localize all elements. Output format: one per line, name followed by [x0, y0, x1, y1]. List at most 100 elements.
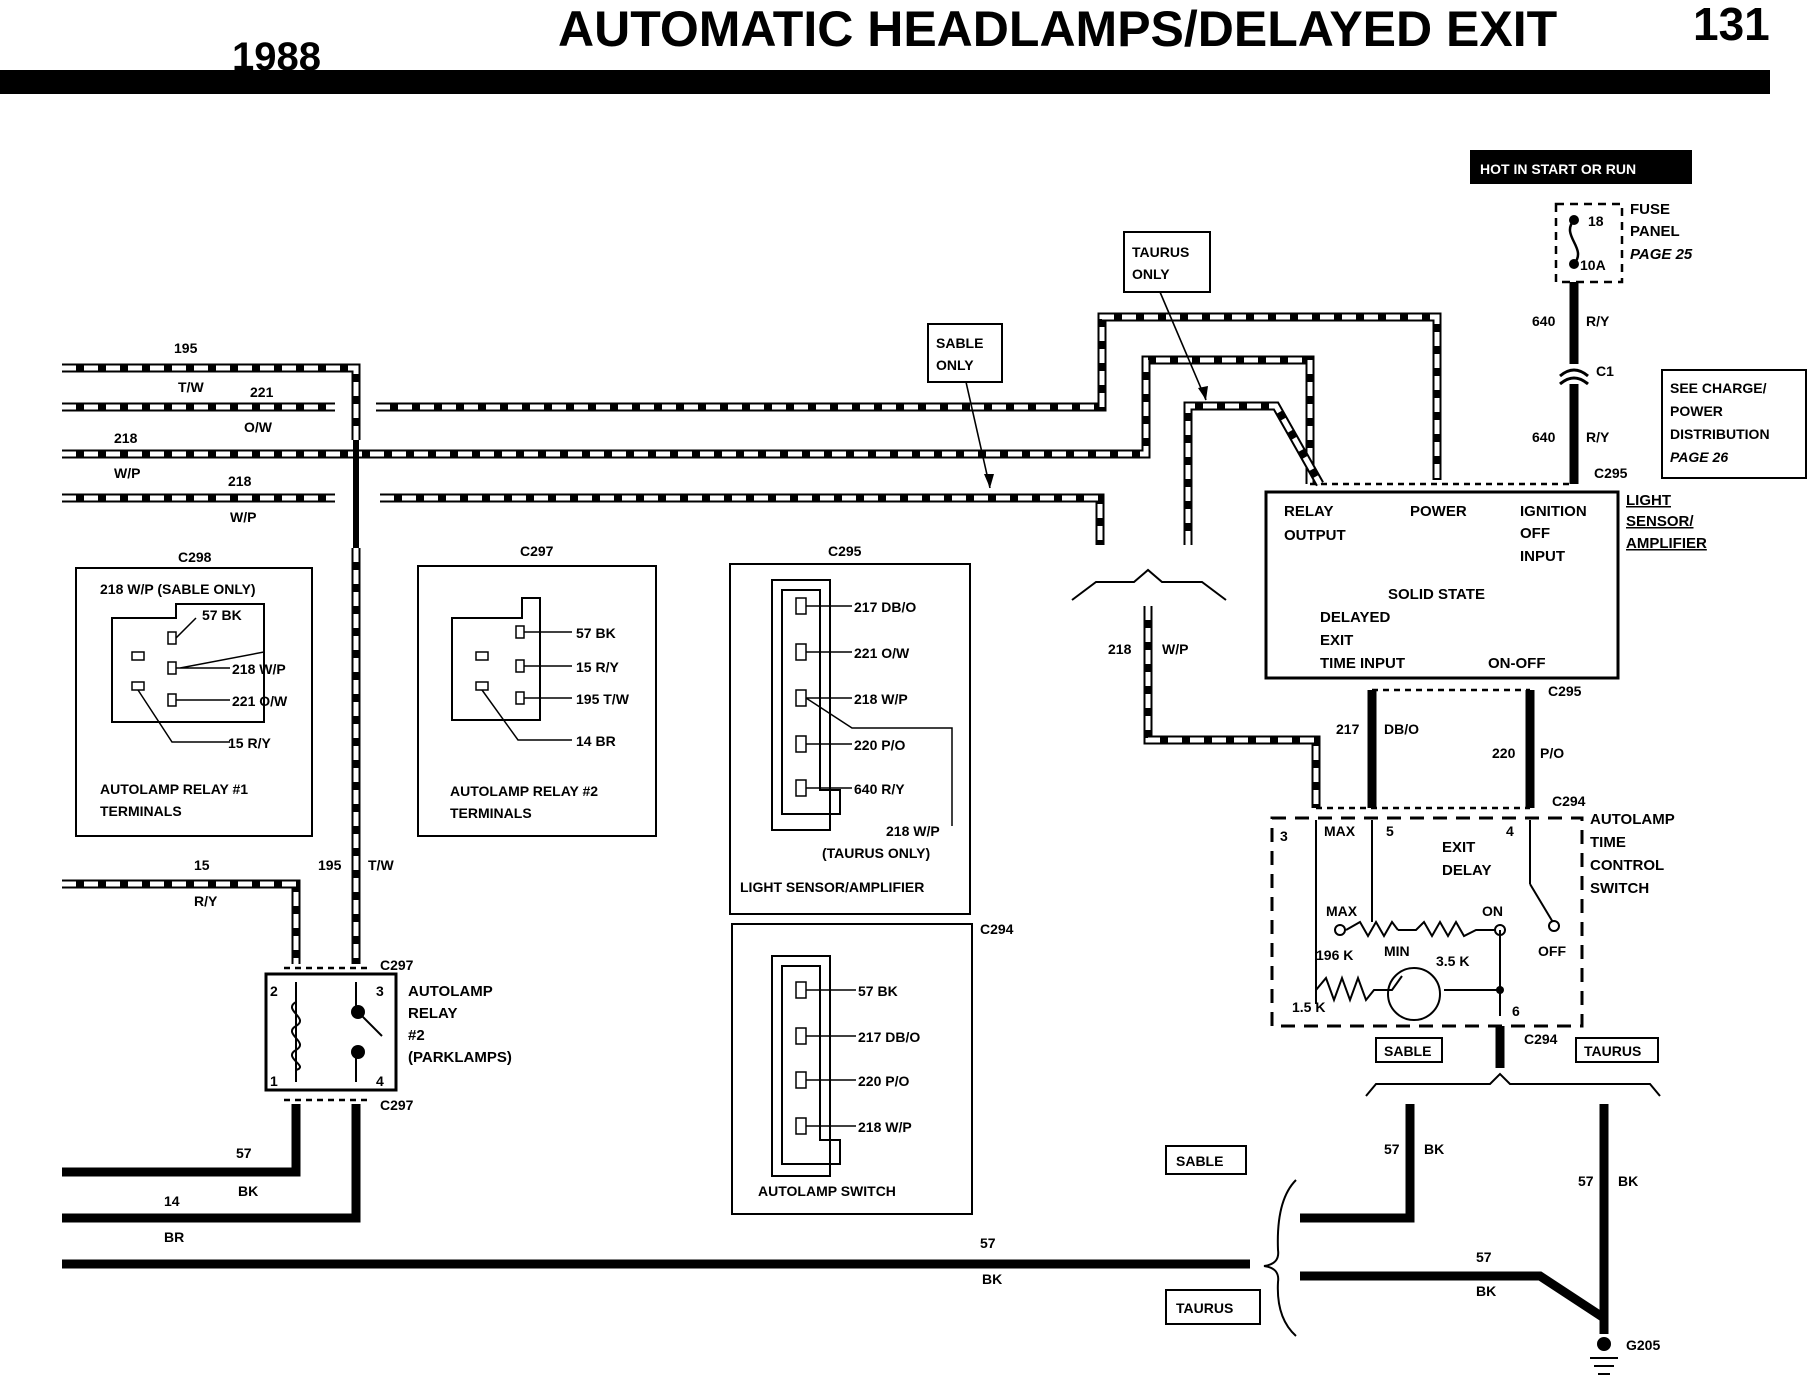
- module-connector: C295: [1594, 465, 1628, 481]
- pin6: 6: [1512, 1003, 1520, 1019]
- wire-218b-color: W/P: [230, 509, 256, 525]
- relay2-top-connector: C297: [380, 957, 414, 973]
- wire-220-color: P/O: [1540, 745, 1564, 761]
- left-harness: [62, 312, 1442, 548]
- relay1-pin-218-sable: 218 W/P (SABLE ONLY): [100, 581, 256, 597]
- c294-title: AUTOLAMP SWITCH: [758, 1183, 896, 1199]
- c295-view-connector: C295: [828, 543, 862, 559]
- c294-connector-view: C294 57 BK 217 DB/O 220 P/O 218 W/P AUTO…: [731, 921, 1014, 1215]
- relay1-pin-57: 57 BK: [202, 607, 242, 623]
- see-page: PAGE 26: [1670, 449, 1728, 465]
- switch-name-3: CONTROL: [1590, 857, 1664, 874]
- relay1-title-2: TERMINALS: [100, 803, 182, 819]
- relay1-pin-218: 218 W/P: [232, 661, 286, 677]
- relay1-terminals: C298 218 W/P (SABLE ONLY) 57 BK 218 W/P …: [75, 549, 313, 837]
- see-note-3: DISTRIBUTION: [1670, 426, 1770, 442]
- relay2-wire57-color: BK: [238, 1183, 258, 1199]
- switch-name-4: SWITCH: [1590, 880, 1649, 897]
- pin3: 3: [1280, 828, 1288, 844]
- c295-connector-view: C295 217 DB/O 221 O/W 218 W/P 220 P/O 64…: [729, 543, 971, 915]
- connector-c1: C1: [1596, 363, 1614, 379]
- r196-label: 196 K: [1316, 947, 1353, 963]
- callout-sable-line1: SABLE: [936, 335, 983, 351]
- c295-pin-218: 218 W/P: [854, 691, 908, 707]
- header-title: AUTOMATIC HEADLAMPS/DELAYED EXIT: [558, 1, 1557, 57]
- callout-sable-only: SABLE ONLY: [927, 323, 1003, 489]
- r35-label: 3.5 K: [1436, 953, 1469, 969]
- module-name-1: LIGHT: [1626, 492, 1671, 509]
- switch-connector: C294: [1552, 793, 1586, 809]
- relay2-bottom-connector: C297: [380, 1097, 414, 1113]
- ground-taurus-num: 57: [1578, 1173, 1594, 1189]
- c294-view-connector: C294: [980, 921, 1014, 937]
- relay1-pin-221: 221 O/W: [232, 693, 288, 709]
- relay2t-title-1: AUTOLAMP RELAY #2: [450, 783, 598, 799]
- power-wire-lower-color: R/Y: [1586, 429, 1610, 445]
- relay2t-connector: C297: [520, 543, 554, 559]
- on-label: ON: [1482, 903, 1503, 919]
- relay2-pin1: 1: [270, 1073, 278, 1089]
- c295-pin-221: 221 O/W: [854, 645, 910, 661]
- callout-taurus-line1: TAURUS: [1132, 244, 1189, 260]
- power-wire-lower-num: 640: [1532, 429, 1556, 445]
- relay2t-title-2: TERMINALS: [450, 805, 532, 821]
- ground-sable-color: BK: [1424, 1141, 1444, 1157]
- relay2-wire15-color: R/Y: [194, 893, 218, 909]
- center-4: TIME INPUT: [1320, 655, 1405, 672]
- switch-taurus-tag: TAURUS: [1584, 1043, 1641, 1059]
- c295-pin-640: 640 R/Y: [854, 781, 905, 797]
- c294-pin-217: 217 DB/O: [858, 1029, 920, 1045]
- switch-sable-tag: SABLE: [1384, 1043, 1431, 1059]
- relay2-name-3: #2: [408, 1027, 425, 1044]
- header: 1988 AUTOMATIC HEADLAMPS/DELAYED EXIT 13…: [0, 0, 1770, 94]
- c295-note-1: 218 W/P: [886, 823, 940, 839]
- relay2t-pin-15: 15 R/Y: [576, 659, 619, 675]
- c294-pin-220: 220 P/O: [858, 1073, 909, 1089]
- wire-218b-num: 218: [228, 473, 252, 489]
- wire-218a-num: 218: [114, 430, 138, 446]
- ground-lower-num: 57: [1476, 1249, 1492, 1265]
- c294-pin-218: 218 W/P: [858, 1119, 912, 1135]
- wire-221-num: 221: [250, 384, 274, 400]
- max-top: MAX: [1324, 823, 1356, 839]
- wire-221-color: O/W: [244, 419, 273, 435]
- c295-title: LIGHT SENSOR/AMPLIFIER: [740, 879, 924, 895]
- center-1: SOLID STATE: [1388, 586, 1485, 603]
- ground-lower-color: BK: [1476, 1283, 1496, 1299]
- header-rule: [0, 70, 1770, 94]
- ground-taurus-color: BK: [1618, 1173, 1638, 1189]
- relay-output-2: OUTPUT: [1284, 527, 1346, 544]
- relay2-pin3: 3: [376, 983, 384, 999]
- light-sensor-module: C295 LIGHT SENSOR/ AMPLIFIER RELAY OUTPU…: [1264, 465, 1707, 699]
- relay2t-pin-57: 57 BK: [576, 625, 616, 641]
- header-page-number: 131: [1693, 0, 1770, 50]
- mid-wire-num: 218: [1108, 641, 1132, 657]
- ignition-1: IGNITION: [1520, 503, 1587, 520]
- relay2-wire57-num: 57: [236, 1145, 252, 1161]
- switch-name-1: AUTOLAMP: [1590, 811, 1675, 828]
- relay2-wire57-long-color: BK: [982, 1271, 1002, 1287]
- relay2t-pin-14: 14 BR: [576, 733, 616, 749]
- pin5: 5: [1386, 823, 1394, 839]
- hot-label: HOT IN START OR RUN: [1480, 161, 1636, 177]
- module-name-2: SENSOR/: [1626, 513, 1694, 530]
- fuse-panel-2: PANEL: [1630, 223, 1680, 240]
- ignition-3: INPUT: [1520, 548, 1565, 565]
- switch-bottom-connector: C294: [1524, 1031, 1558, 1047]
- power-pin-label: POWER: [1410, 503, 1467, 520]
- relay2-name-1: AUTOLAMP: [408, 983, 493, 1000]
- c295-note-2: (TAURUS ONLY): [822, 845, 930, 861]
- relay2-pin4: 4: [376, 1073, 384, 1089]
- relay2t-pin-195: 195 T/W: [576, 691, 630, 707]
- callout-sable-line2: ONLY: [936, 357, 974, 373]
- center-2: DELAYED: [1320, 609, 1390, 626]
- power-wire-upper-color: R/Y: [1586, 313, 1610, 329]
- wire-218a-color: W/P: [114, 465, 140, 481]
- exit-delay-2: DELAY: [1442, 862, 1491, 879]
- wire-220-num: 220: [1492, 745, 1516, 761]
- on-off-label: ON-OFF: [1488, 655, 1546, 672]
- ground-g205: G205: [1626, 1337, 1660, 1353]
- c295-pin-217: 217 DB/O: [854, 599, 916, 615]
- ignition-2: OFF: [1520, 525, 1550, 542]
